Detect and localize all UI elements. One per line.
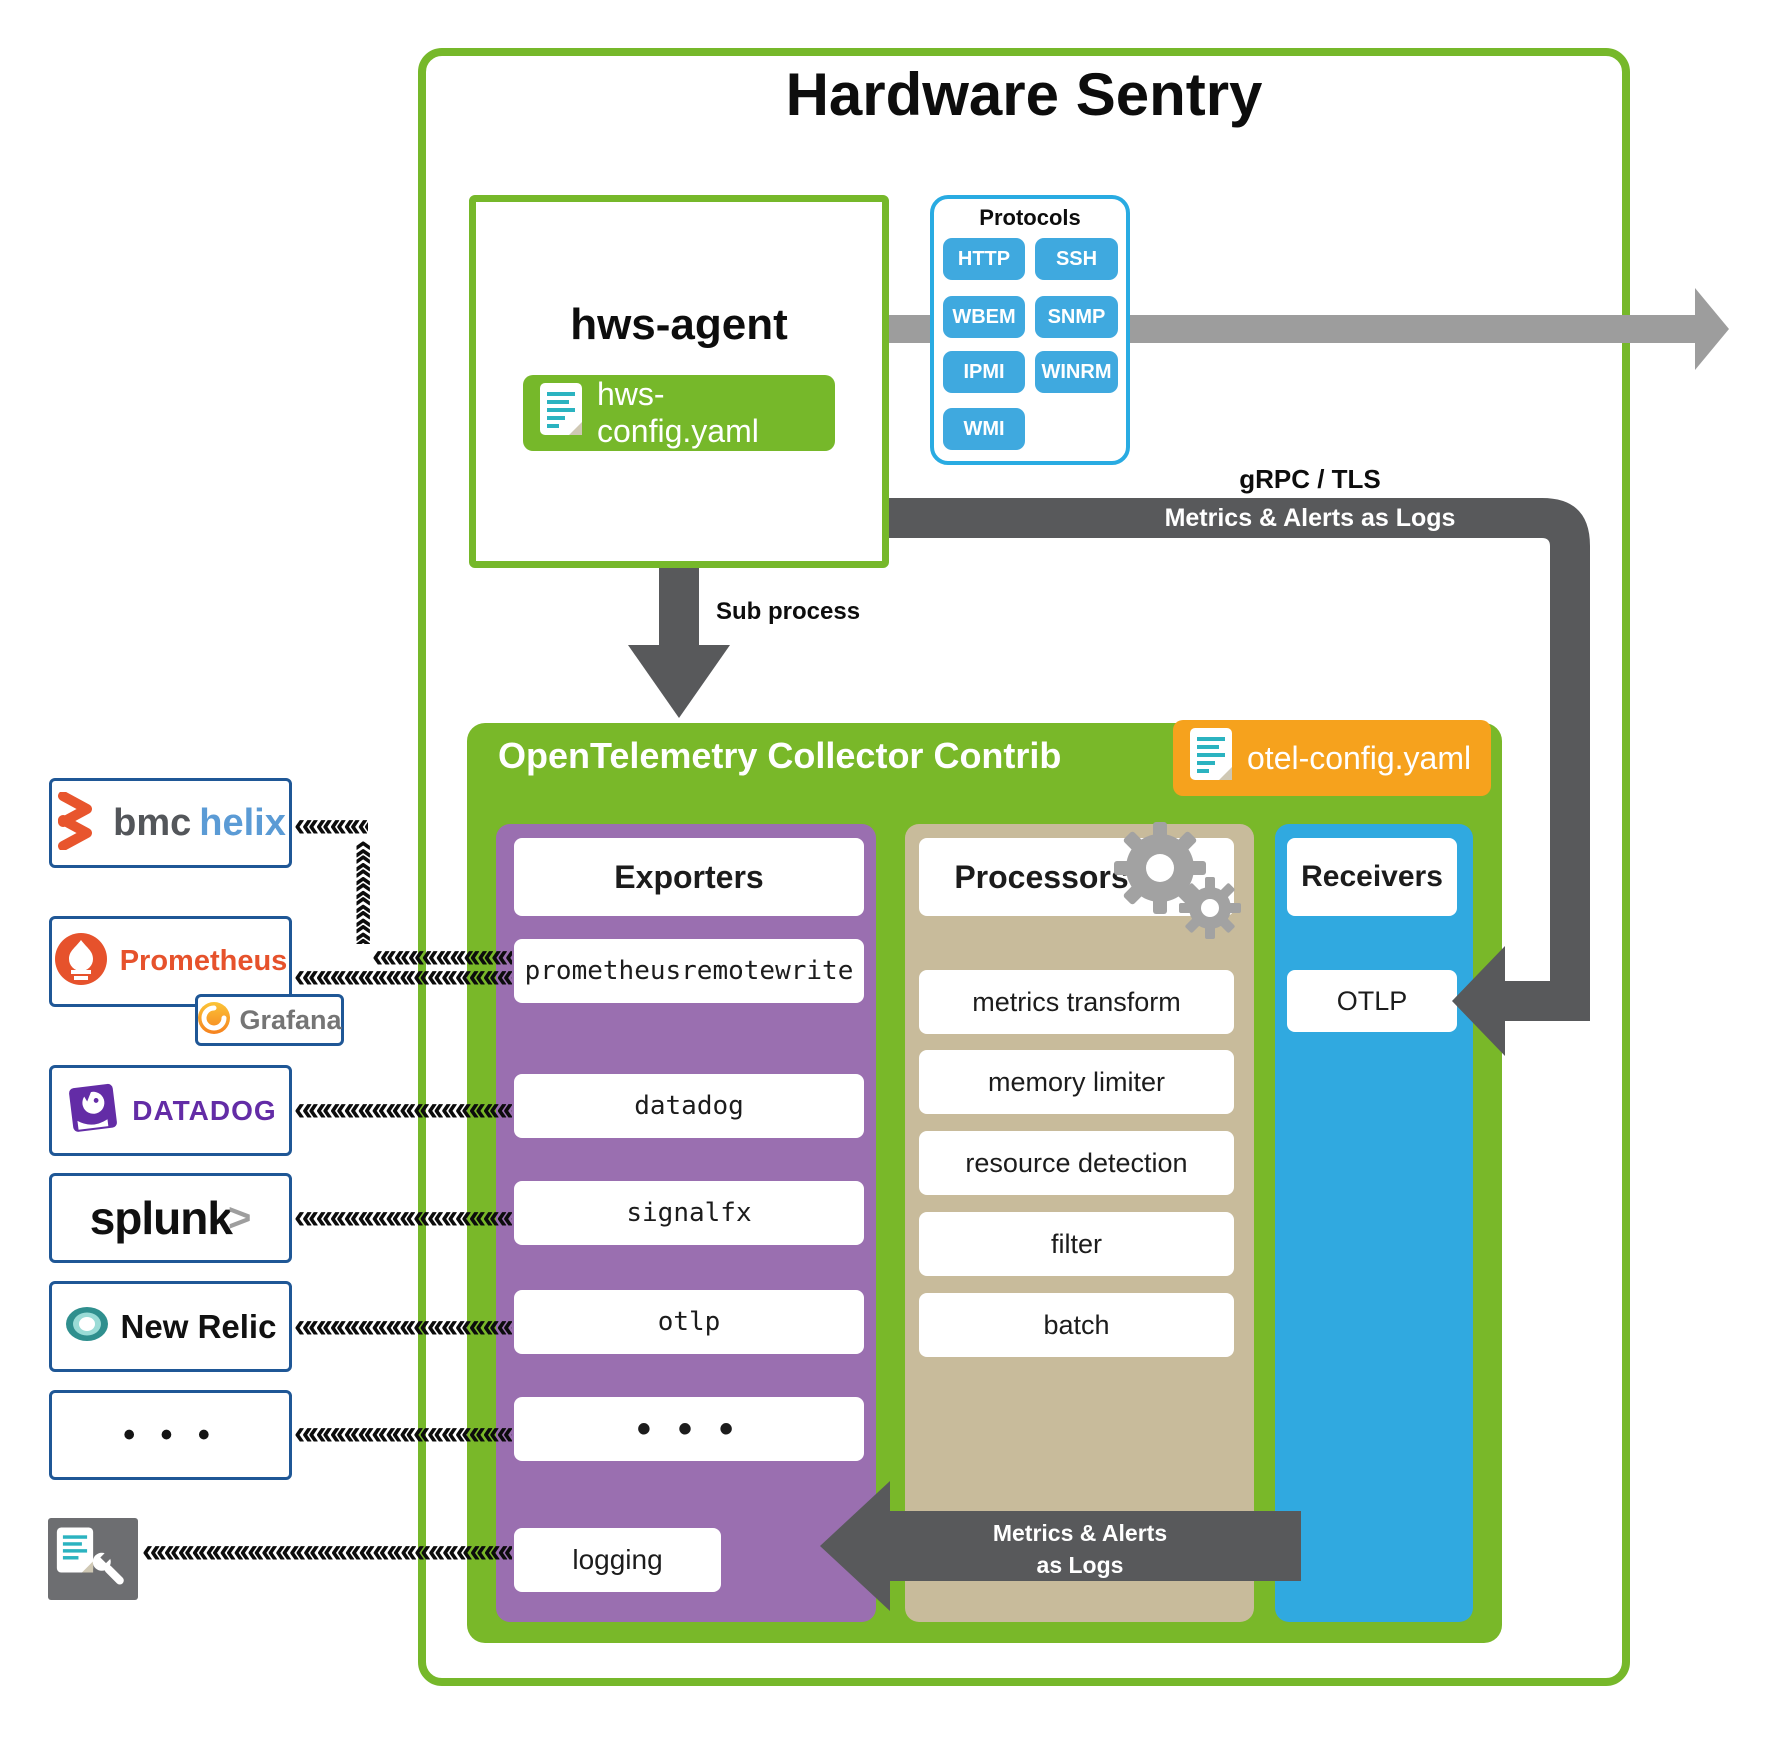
otel-collector-title: OpenTelemetry Collector Contrib bbox=[498, 735, 1062, 776]
page-title: Hardware Sentry bbox=[785, 61, 1263, 128]
document-icon bbox=[56, 1526, 94, 1579]
otel-config-chip: otel-config.yaml bbox=[1173, 720, 1491, 796]
logs-arrow-label-line2: as Logs bbox=[1036, 1552, 1124, 1578]
grafana-label: Grafana bbox=[239, 1004, 342, 1035]
flow-bmc-row: «««««««««««««««««««««««««««««««««« bbox=[294, 811, 368, 841]
bmc-helix-icon bbox=[55, 790, 101, 855]
protocol-wbem: WBEM bbox=[943, 296, 1025, 338]
receiver-otlp: OTLP bbox=[1287, 970, 1457, 1032]
flow-more: «««««««««««««««««««««««««««««««««« bbox=[294, 1419, 512, 1449]
helix-label: helix bbox=[199, 801, 286, 844]
datadog-label: DATADOG bbox=[132, 1094, 277, 1126]
destination-new-relic: New Relic bbox=[49, 1281, 292, 1372]
subprocess-label: Sub process bbox=[716, 598, 861, 625]
bmc-label: bmc bbox=[113, 801, 192, 844]
protocol-winrm: WINRM bbox=[1035, 351, 1118, 393]
flow-splunk: «««««««««««««««««««««««««««««««««« bbox=[294, 1203, 512, 1233]
hws-config-filename: hws-config.yaml bbox=[597, 376, 759, 449]
destination-datadog: DATADOG bbox=[49, 1065, 292, 1156]
hws-config-chip: hws-config.yaml bbox=[523, 375, 835, 451]
flow-datadog: «««««««««««««««««««««««««««««««««« bbox=[294, 1095, 512, 1125]
protocols-title: Protocols bbox=[979, 205, 1081, 230]
exporters-header: Exporters bbox=[514, 838, 864, 916]
exporter-datadog: datadog bbox=[514, 1074, 864, 1138]
grpc-tls-label: gRPC / TLS bbox=[1239, 464, 1381, 494]
protocol-wmi: WMI bbox=[943, 408, 1025, 450]
protocol-snmp: SNMP bbox=[1035, 296, 1118, 338]
destination-log-tools-box bbox=[48, 1518, 138, 1600]
document-icon bbox=[539, 382, 583, 444]
processor-batch: batch bbox=[919, 1293, 1234, 1357]
receivers-column bbox=[1275, 824, 1473, 1622]
prometheus-icon bbox=[54, 932, 108, 991]
destination-prometheus: Prometheus bbox=[49, 916, 292, 1007]
splunk-caret: > bbox=[227, 1195, 252, 1240]
protocol-ssh: SSH bbox=[1035, 238, 1118, 280]
receivers-header: Receivers bbox=[1287, 838, 1457, 916]
new-relic-label: New Relic bbox=[120, 1307, 277, 1345]
logs-arrow-label-line1: Metrics & Alerts bbox=[992, 1520, 1168, 1546]
processors-header: Processors bbox=[919, 838, 1234, 916]
new-relic-icon bbox=[65, 1302, 109, 1351]
exporter-signalfx: signalfx bbox=[514, 1181, 864, 1245]
exporter-more: • • • bbox=[514, 1397, 864, 1461]
protocol-http: HTTP bbox=[943, 238, 1025, 280]
processor-resource-detection: resource detection bbox=[919, 1131, 1234, 1195]
processor-metrics-transform: metrics transform bbox=[919, 970, 1234, 1034]
splunk-label: splunk bbox=[89, 1192, 233, 1244]
flow-prometheusremotewrite-upper: «««««««««««««««««««««««««««««««««« bbox=[372, 942, 512, 972]
exporter-otlp: otlp bbox=[514, 1290, 864, 1354]
flow-bmc-vertical: «««««««««««««««««««««««««««««««««« bbox=[349, 840, 379, 944]
processor-filter: filter bbox=[919, 1212, 1234, 1276]
grafana-icon bbox=[197, 1001, 231, 1040]
destination-splunk: splunk > bbox=[49, 1173, 292, 1263]
destination-bmc-helix: bmc helix bbox=[49, 778, 292, 868]
flow-new-relic: «««««««««««««««««««««««««««««««««« bbox=[294, 1312, 512, 1342]
processor-memory-limiter: memory limiter bbox=[919, 1050, 1234, 1114]
prometheus-label: Prometheus bbox=[119, 945, 288, 977]
exporter-prometheusremotewrite: prometheusremotewrite bbox=[514, 939, 864, 1003]
exporter-logging: logging bbox=[514, 1528, 721, 1592]
grpc-sub-label: Metrics & Alerts as Logs bbox=[1164, 504, 1456, 532]
protocol-ipmi: IPMI bbox=[943, 351, 1025, 393]
hws-agent-label: hws-agent bbox=[570, 300, 788, 349]
document-icon bbox=[1189, 727, 1233, 789]
datadog-icon bbox=[64, 1079, 120, 1142]
destination-more: • • • bbox=[49, 1390, 292, 1480]
flow-prometheusremotewrite-lower: «««««««««««««««««««««««««««««««««« bbox=[294, 962, 512, 992]
flow-logging: «««««««««««««««««««««««««««««««««« bbox=[142, 1537, 512, 1567]
destination-grafana: Grafana bbox=[195, 994, 344, 1046]
otel-config-filename: otel-config.yaml bbox=[1247, 739, 1472, 776]
wrench-icon bbox=[90, 1550, 134, 1601]
